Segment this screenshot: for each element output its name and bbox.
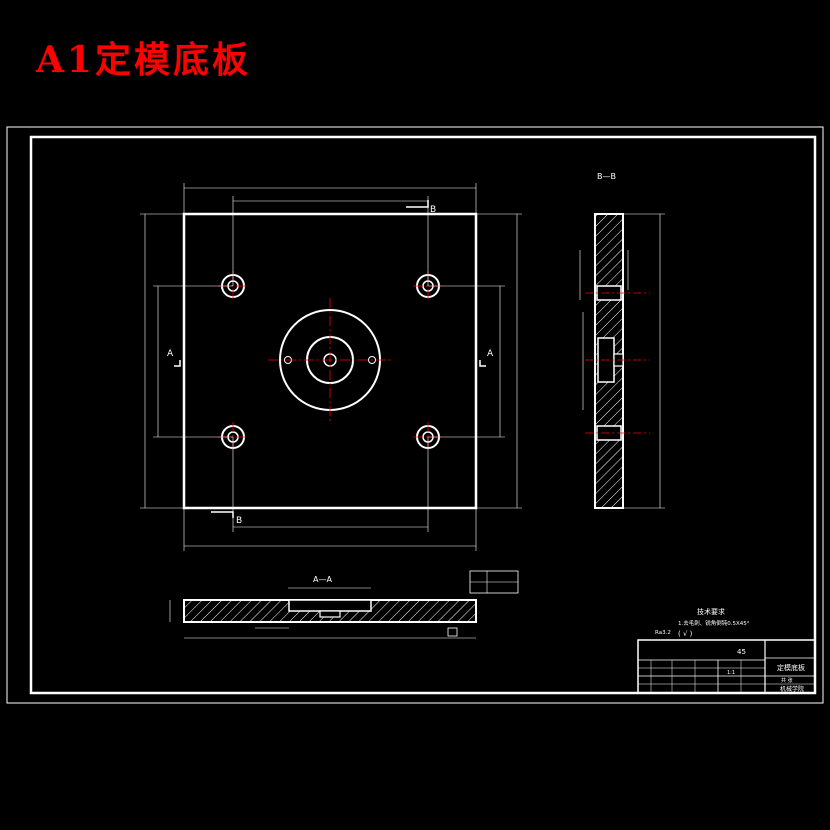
section-aa: A—A bbox=[169, 570, 519, 639]
aa-recess bbox=[288, 599, 372, 612]
dimension-lines bbox=[140, 183, 522, 551]
datum-a-box bbox=[447, 627, 458, 637]
outer-border bbox=[6, 126, 824, 704]
cut-b-bottom-label: B bbox=[236, 516, 242, 526]
roughness-rest: ( √ ) bbox=[678, 630, 693, 638]
cut-markers bbox=[174, 200, 486, 518]
corner-holes bbox=[221, 274, 440, 449]
side-section-bb: B—B bbox=[579, 172, 665, 509]
tech-req-line1: 1.去毛刺、锐角倒钝0.5X45° bbox=[678, 619, 750, 627]
aa-sprue bbox=[319, 610, 341, 618]
side-dimension-lines bbox=[579, 213, 665, 509]
aa-dimension-lines bbox=[169, 600, 476, 639]
title-block-sheet: 共 张 bbox=[781, 677, 793, 684]
tech-req-title: 技术要求 bbox=[697, 607, 725, 616]
title-block-material: 45 bbox=[737, 648, 746, 656]
cut-a-right-label: A bbox=[487, 349, 494, 359]
cut-a-left-label: A bbox=[167, 349, 174, 359]
title-block bbox=[637, 639, 816, 694]
cut-b-top-label: B bbox=[430, 205, 436, 215]
inner-frame bbox=[29, 135, 817, 695]
center-lines bbox=[218, 271, 443, 452]
side-center-lines bbox=[585, 292, 650, 434]
roughness-symbol: Ra3.2 bbox=[655, 630, 671, 636]
section-bb-label: B—B bbox=[597, 172, 616, 181]
ring-screw-right bbox=[368, 356, 376, 364]
drawing-title: A1定模底板 bbox=[36, 39, 251, 81]
title-block-school: 机械学院 bbox=[780, 685, 804, 693]
top-view: A A B B bbox=[140, 183, 522, 551]
title-block-part-name: 定模底板 bbox=[777, 663, 805, 672]
title-block-scale: 1:1 bbox=[727, 670, 735, 676]
section-aa-label: A—A bbox=[313, 575, 332, 584]
plate-outline bbox=[182, 212, 478, 510]
